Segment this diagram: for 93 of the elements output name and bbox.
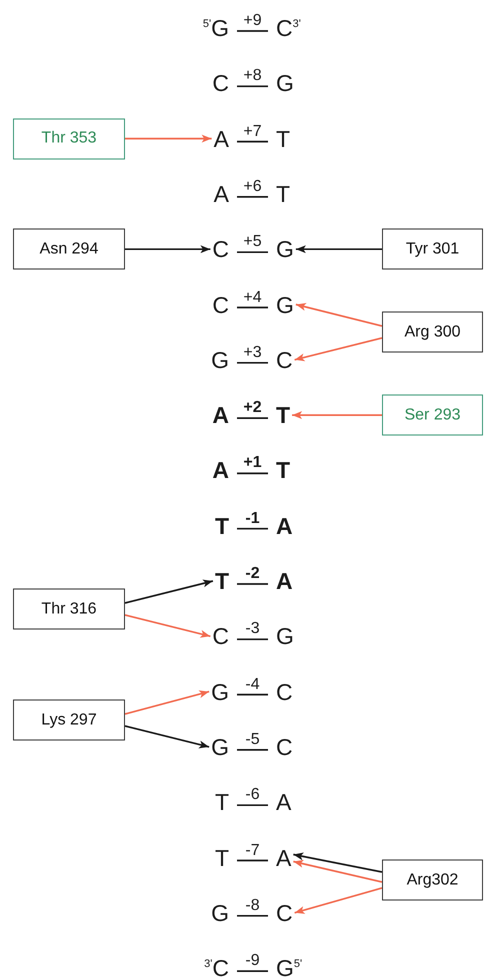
arrow	[124, 725, 210, 748]
nucleotide-base: T	[276, 126, 290, 152]
nucleotide-base: G	[211, 346, 229, 373]
nucleotide-base: A	[212, 457, 229, 484]
arrow	[124, 614, 211, 638]
nucleotide-base: G	[276, 70, 294, 96]
edge-label: -7	[245, 842, 260, 858]
nucleotide-base: T	[214, 844, 229, 870]
base-pair-line	[237, 251, 268, 254]
base-pair-line	[237, 417, 268, 419]
residue-box: Thr 353	[13, 118, 125, 160]
nucleotide-base: T	[214, 512, 229, 539]
nucleotide-base: G	[211, 900, 229, 926]
nucleotide-base: G$^{5'}$	[276, 955, 302, 977]
base-pair-line	[237, 860, 268, 862]
base-pair-line	[237, 196, 268, 198]
nucleotide-base: C	[212, 292, 229, 318]
edge-label: +3	[243, 344, 262, 361]
base-pair-line	[237, 30, 268, 32]
base-pair-line	[237, 306, 268, 308]
edge-label: -5	[245, 732, 260, 748]
edge-label: +9	[243, 13, 262, 29]
nucleotide-base: C	[212, 623, 229, 650]
residue-box: Asn 294	[13, 228, 125, 270]
nucleotide-base: T	[276, 180, 290, 207]
edge-label: +4	[243, 290, 262, 306]
arrow	[293, 860, 382, 883]
residue-box: Arg302	[382, 860, 483, 900]
nucleotide-base: C	[276, 346, 293, 373]
nucleotide-base: A	[214, 180, 229, 207]
base-pair-line	[237, 914, 268, 917]
base-pair-line	[237, 472, 268, 474]
nucleotide-base: $^{5'}$G	[202, 15, 229, 41]
nucleotide-base: A	[276, 512, 293, 539]
edge-label: +5	[243, 234, 262, 250]
nucleotide-base: T	[276, 402, 290, 428]
edge-label: -4	[245, 676, 260, 693]
base-pair-line	[237, 749, 268, 751]
nucleotide-base: A	[276, 844, 292, 870]
nucleotide-base: A	[214, 126, 229, 152]
residue-box: Tyr 301	[382, 228, 483, 270]
residue-box: Ser 293	[382, 394, 483, 436]
arrow	[296, 303, 382, 327]
edge-label: -9	[245, 953, 260, 970]
edge-label: +2	[243, 400, 262, 416]
edge-label: -2	[245, 566, 260, 582]
base-pair-line	[237, 638, 268, 640]
nucleotide-base: A	[276, 789, 292, 816]
base-pair-line	[237, 362, 268, 364]
nucleotide-base: A	[212, 402, 229, 428]
arrow	[125, 245, 210, 254]
nucleotide-base: $^{3'}$C	[204, 955, 229, 977]
edge-label: -8	[245, 898, 260, 914]
nucleotide-base: G	[211, 734, 229, 760]
residue-box: Lys 297	[13, 700, 125, 740]
arrow	[294, 337, 382, 362]
nucleotide-base: C	[276, 734, 293, 760]
nucleotide-base: C	[276, 678, 293, 705]
base-pair-line	[237, 85, 268, 88]
nucleotide-base: T	[276, 457, 290, 484]
nucleotide-base: T	[214, 568, 229, 594]
nucleotide-base: A	[276, 568, 293, 594]
base-pair-line	[237, 528, 268, 530]
nucleotide-base: C	[212, 236, 229, 262]
arrow	[292, 411, 382, 420]
arrow	[296, 245, 382, 254]
nucleotide-base: T	[214, 789, 229, 816]
edge-label: +8	[243, 68, 262, 84]
base-pair-line	[237, 694, 268, 696]
edge-label: -3	[245, 621, 260, 638]
nucleotide-base: G	[211, 678, 229, 705]
edge-label: +7	[243, 124, 262, 140]
base-pair-line	[237, 804, 268, 806]
base-pair-line	[237, 583, 268, 585]
residue-box: Arg 300	[382, 312, 483, 352]
nucleotide-base: G	[276, 292, 294, 318]
base-pair-line	[237, 970, 268, 972]
arrow	[294, 887, 382, 914]
arrow	[124, 690, 210, 715]
nucleotide-base: G	[276, 236, 294, 262]
nucleotide-base: C	[212, 70, 229, 96]
arrow	[293, 852, 382, 873]
nucleotide-base: G	[276, 623, 294, 650]
edge-label: +6	[243, 178, 262, 195]
edge-label: +1	[243, 455, 262, 472]
nucleotide-base: C$^{3'}$	[276, 15, 301, 41]
nucleotide-base: C	[276, 900, 293, 926]
arrow	[125, 134, 212, 143]
base-pair-line	[237, 140, 268, 142]
residue-box: Thr 316	[13, 588, 125, 630]
edge-label: -6	[245, 787, 260, 804]
arrow	[124, 580, 214, 604]
edge-label: -1	[245, 510, 260, 527]
